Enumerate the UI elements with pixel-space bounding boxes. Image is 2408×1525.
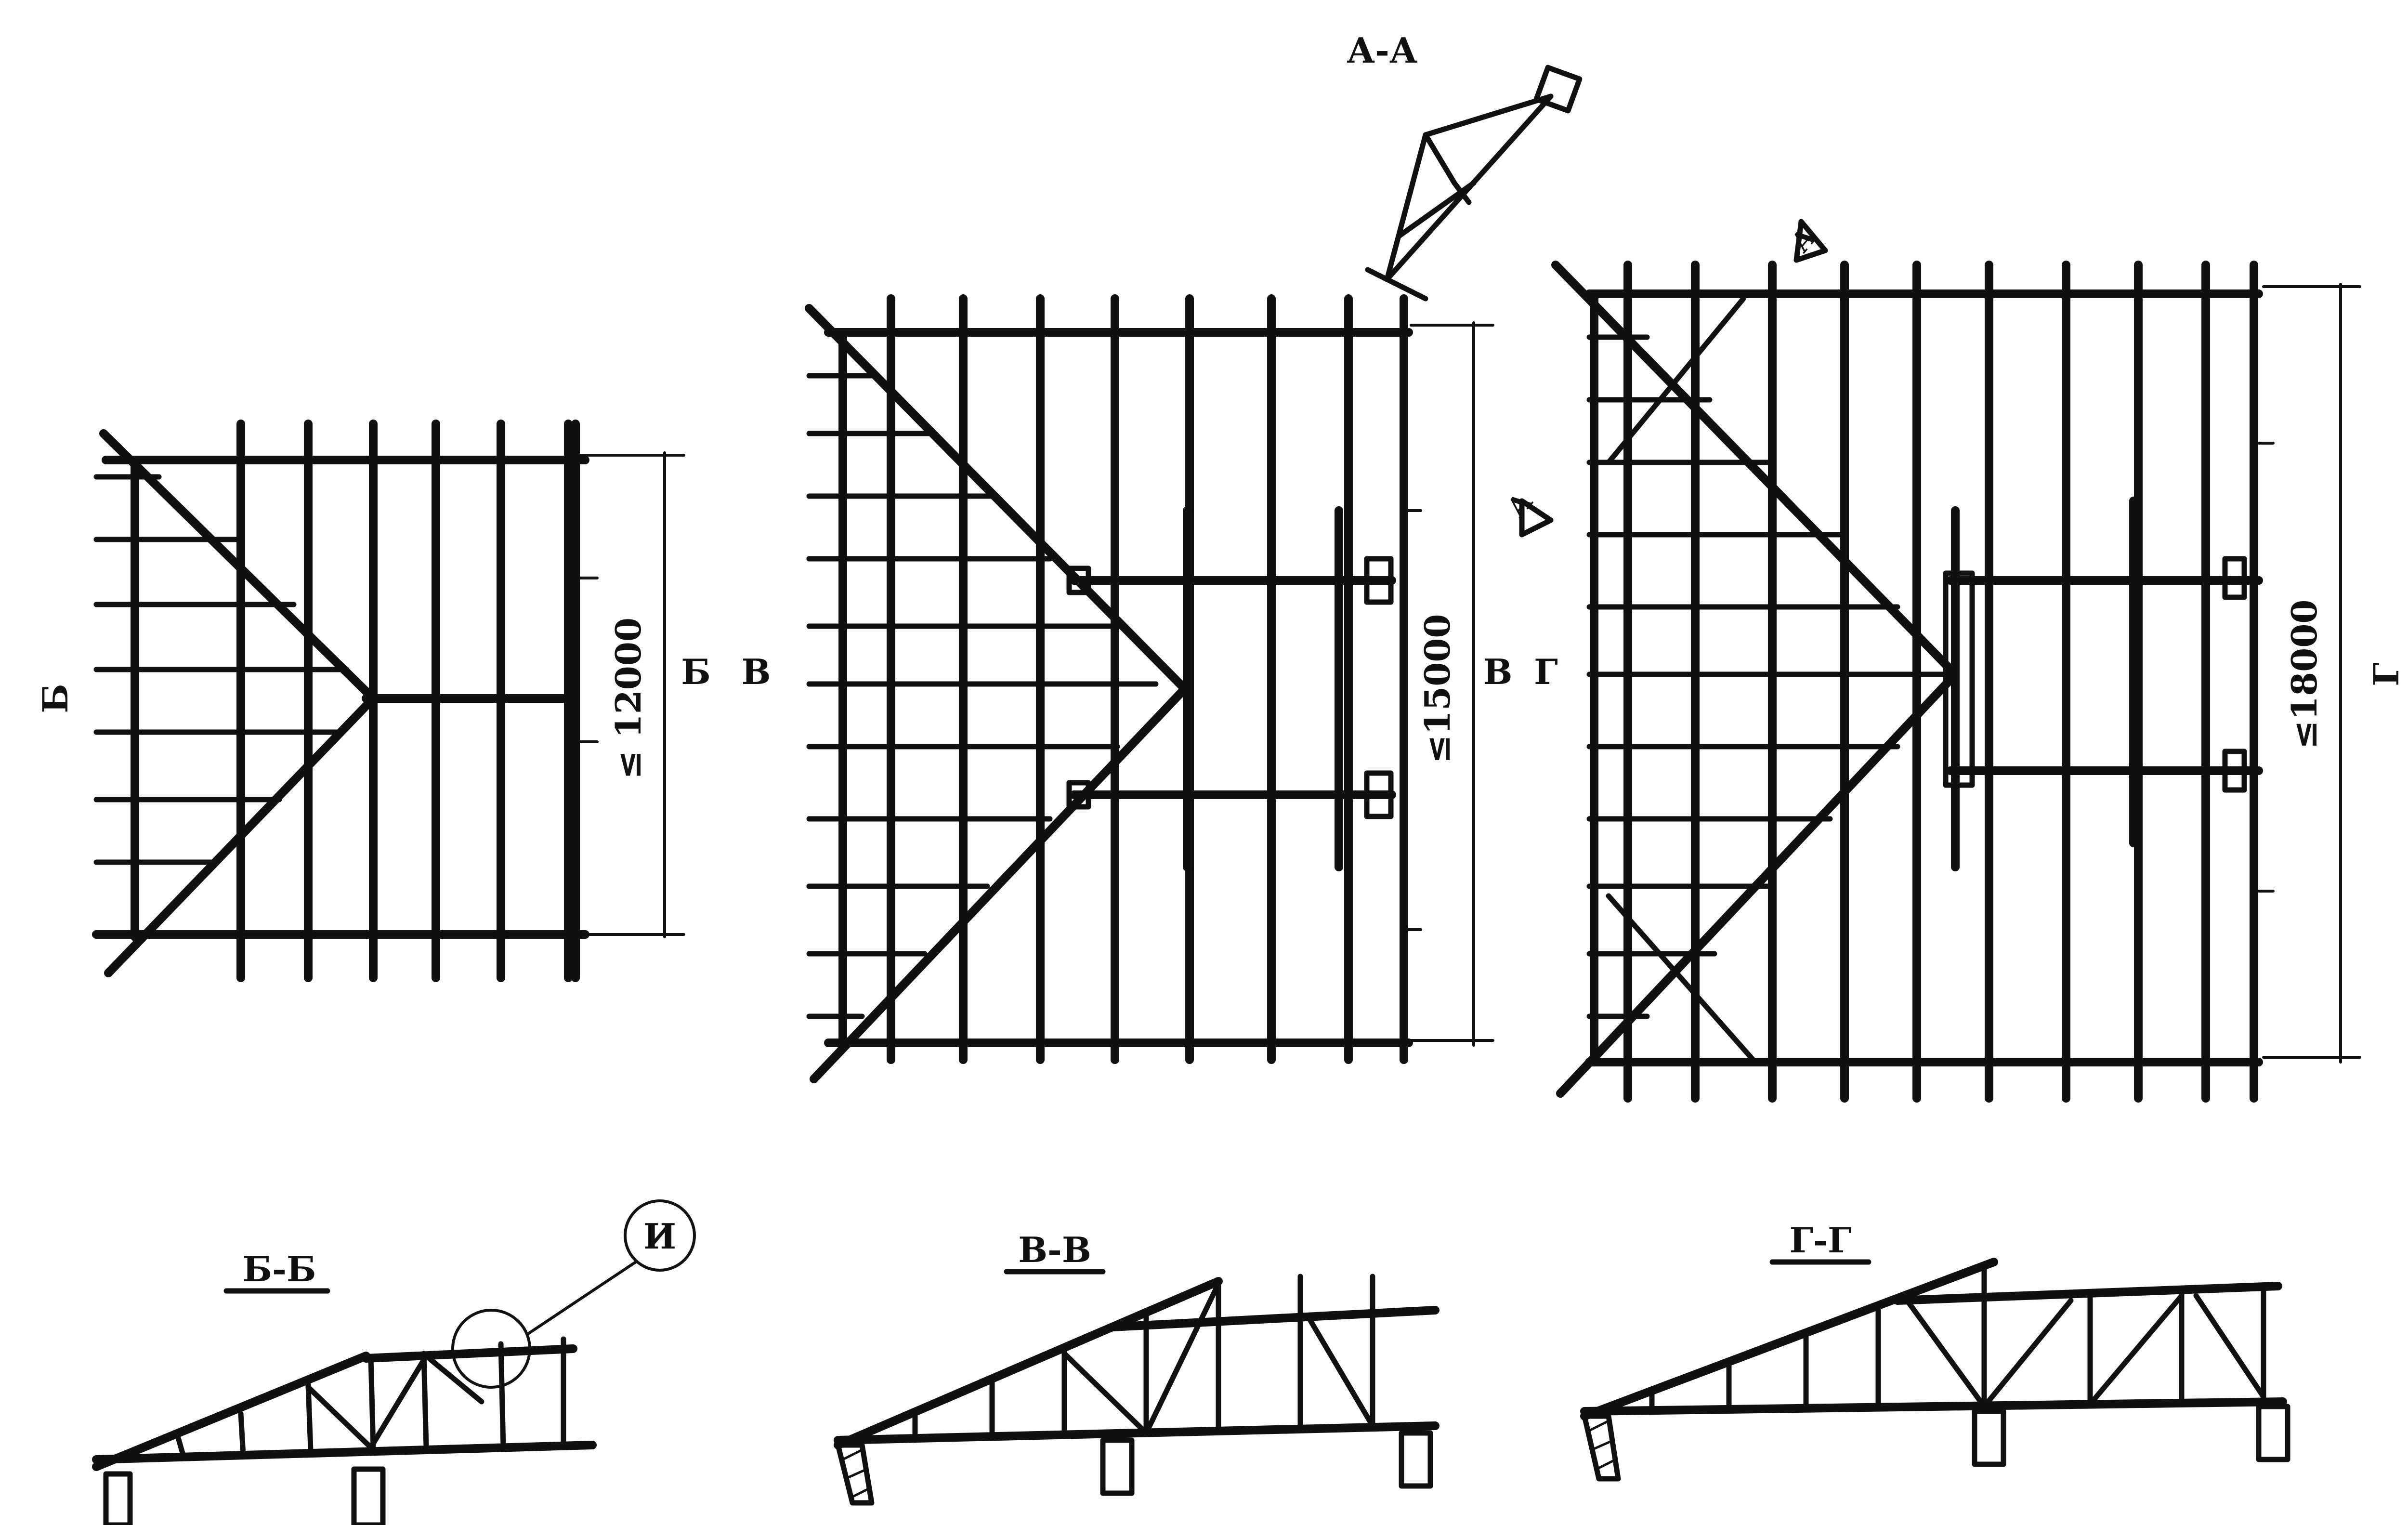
plan-v-dimension-line <box>1405 321 1494 1047</box>
plan-b-hip-rafters <box>99 429 378 977</box>
plan-v-right-mark: В <box>1483 651 1513 692</box>
plan-g-arrow-left-mark: А <box>1501 486 1539 524</box>
section-v-v-title: В-В <box>1018 1229 1091 1270</box>
section-b-b: Б-Б И <box>92 1199 696 1525</box>
section-v-v-truss <box>834 1274 1440 1449</box>
plan-g-hip-rafters <box>1551 261 2138 1098</box>
plan-b-left-mark: Б <box>35 684 76 713</box>
plan-g-dimension-line <box>2257 283 2361 1064</box>
section-b-b-title: Б-Б <box>243 1249 316 1289</box>
section-a-a-truss <box>1365 65 1583 302</box>
plan-g-right-mark: Г <box>2366 662 2407 686</box>
section-b-b-detail-callout: И <box>451 1199 696 1389</box>
plan-b-dimension-line <box>576 451 685 938</box>
detail-callout-label: И <box>643 1216 676 1257</box>
plan-g-joists <box>1623 261 2258 1103</box>
plan-b-span-dimension: ≤ 12000 <box>608 618 649 779</box>
plan-g-left-mark: Г <box>1534 651 1558 692</box>
plan-v-purlins <box>806 328 1413 1047</box>
plan-v-hip-rafters <box>805 304 1343 1083</box>
plan-b: Б Б ≤ 12000 <box>35 420 711 982</box>
plan-g-purlins <box>1585 289 2263 1066</box>
plan-b-purlins <box>92 456 589 939</box>
plan-g-section-arrows <box>1519 219 1828 538</box>
section-v-v-posts <box>835 1430 1433 1506</box>
plan-v-connection-plates <box>1066 556 1394 819</box>
plan-g-span-dimension: ≤18000 <box>2284 600 2325 749</box>
section-g-g-truss <box>1580 1258 2287 1420</box>
plan-g: А А Г Г ≤18000 <box>1501 219 2407 1103</box>
plan-v-span-dimension: ≤15000 <box>1417 614 1458 764</box>
plan-v-left-mark: В <box>742 651 771 692</box>
section-b-b-posts <box>103 1466 386 1525</box>
section-g-g-title: Г-Г <box>1789 1220 1851 1261</box>
section-g-g: Г-Г <box>1580 1220 2290 1482</box>
section-b-b-truss <box>92 1336 597 1471</box>
section-g-g-posts <box>1582 1404 2290 1482</box>
plan-b-right-mark: Б <box>681 651 711 692</box>
section-v-v: В-В <box>834 1229 1440 1506</box>
plan-v-joists <box>887 294 1408 1064</box>
plan-g-connection-plates <box>1943 556 2247 793</box>
plan-v: В В ≤15000 <box>742 294 1513 1083</box>
section-a-a: А-А <box>1347 30 1583 302</box>
section-a-a-title: А-А <box>1347 30 1417 71</box>
